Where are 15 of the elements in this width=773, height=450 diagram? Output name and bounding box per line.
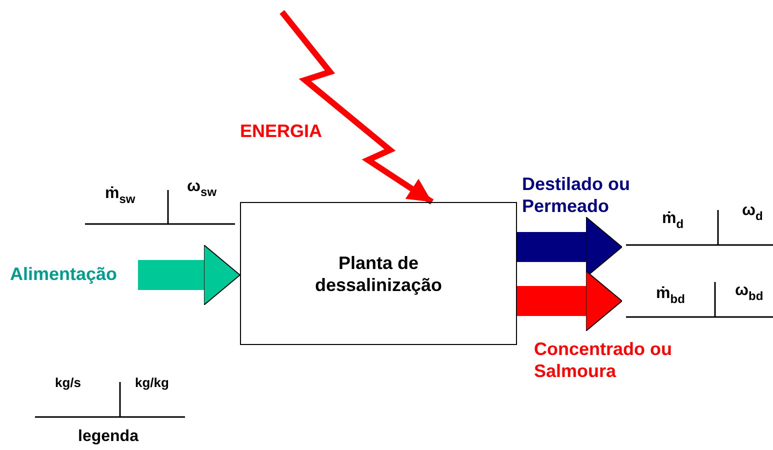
symbol-label: ṁ$_{d}$ bbox=[662, 210, 684, 231]
unit-label: kg/s bbox=[55, 375, 82, 390]
symbol-label: ω$_{d}$ bbox=[742, 202, 763, 223]
unit-label: kg/kg bbox=[135, 375, 169, 390]
edge-label: ENERGIA bbox=[240, 120, 324, 142]
edge-label: Concentrado ou Salmoura bbox=[534, 338, 673, 382]
edge-label: Destilado ou Permeado bbox=[522, 173, 632, 217]
symbol-label: ṁ$_{bd}$ bbox=[656, 285, 685, 306]
legend-caption: legenda bbox=[78, 428, 138, 446]
lightning-arrow bbox=[280, 10, 434, 204]
process-box: Planta de dessalinização bbox=[240, 202, 517, 345]
symbol-label: ω$_{bd}$ bbox=[735, 282, 764, 303]
symbol-label: ω$_{sw}$ bbox=[187, 178, 217, 199]
symbol-label: ṁ$_{sw}$ bbox=[105, 185, 136, 206]
flow-label: Alimentação bbox=[10, 263, 138, 287]
